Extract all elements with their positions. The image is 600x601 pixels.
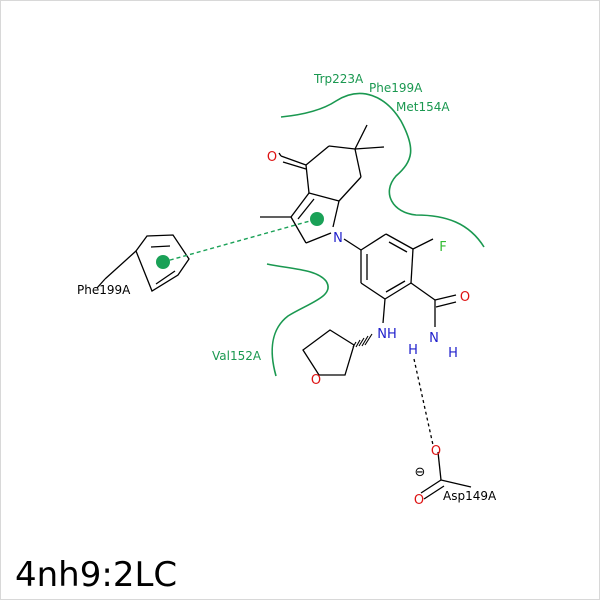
residue-label-asp149: Asp149A (443, 489, 497, 503)
pi-center-phe199 (156, 255, 170, 269)
atom-h2: H (448, 346, 458, 361)
pocket-contour-val152 (266, 263, 329, 377)
pocket-contour-top (280, 92, 485, 248)
atom-nh-amine: NH (377, 327, 397, 342)
hbond-line (413, 358, 434, 446)
thf-ring (302, 329, 355, 376)
residue-label-phe199: Phe199A (77, 283, 131, 297)
pocket-label-trp223: Trp223A (313, 72, 364, 86)
pocket-label-phe199: Phe199A (369, 81, 423, 95)
stereo-hash (352, 333, 373, 348)
atom-o-ketone: O (267, 150, 277, 165)
pi-stacking-line (162, 218, 318, 263)
atom-o-asp1: O (431, 444, 441, 459)
pocket-label-met154: Met154A (396, 100, 450, 114)
atom-o-amide: O (460, 290, 470, 305)
atom-h1: H (408, 343, 418, 358)
charge-negative: ⊖ (415, 465, 426, 480)
pdb-ligand-code: 4nh9:2LC (15, 555, 177, 595)
pocket-label-val152: Val152A (212, 349, 262, 363)
atom-f: F (439, 240, 446, 255)
ketone-bond (278, 152, 307, 170)
pi-center-ligand (310, 212, 324, 226)
atom-o-thf: O (311, 373, 321, 388)
atom-n-amide: N (429, 331, 439, 346)
ligand-bonds (260, 124, 472, 500)
phe199-benzene (135, 234, 190, 292)
atom-o-asp2: O (414, 493, 424, 508)
atom-n-pyrrole: N (333, 231, 343, 246)
hydrophobic-contours (266, 92, 485, 377)
phe199-ring (96, 234, 190, 292)
